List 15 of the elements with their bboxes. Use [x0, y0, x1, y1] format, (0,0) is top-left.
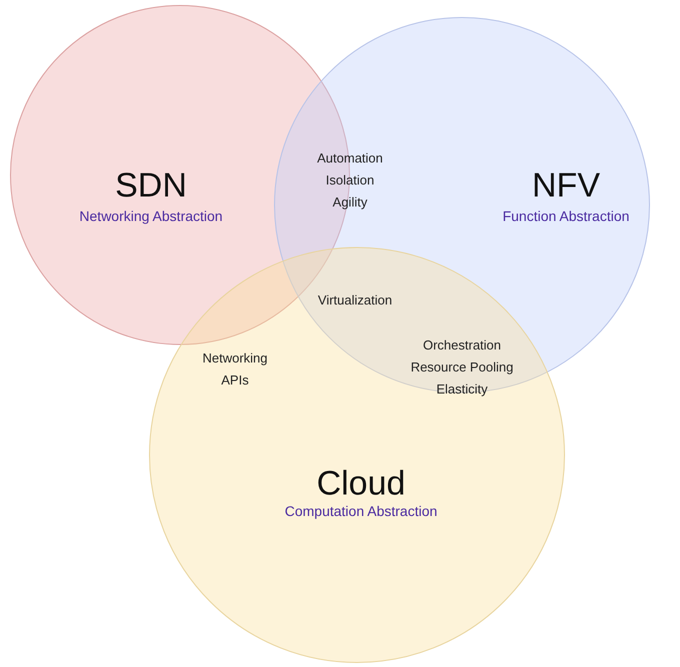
region-label: Resource Pooling — [410, 360, 514, 374]
circle-subtitle: Networking Abstraction — [79, 208, 223, 224]
region-label: Virtualization — [318, 292, 392, 308]
circle-title: NFV — [532, 166, 600, 206]
region-label: Agility — [332, 194, 368, 210]
region-label: Orchestration — [422, 338, 502, 352]
region-label: Automation — [317, 150, 383, 166]
circle-subtitle: Function Abstraction — [502, 208, 630, 224]
region-label: APIs — [221, 372, 249, 388]
circle-title: Cloud — [316, 464, 406, 504]
circle-subtitle: Computation Abstraction — [284, 503, 438, 519]
region-label: Elasticity — [436, 382, 488, 396]
region-label: Networking — [202, 350, 268, 366]
circle-title: SDN — [115, 166, 187, 206]
region-label: Isolation — [326, 172, 374, 188]
